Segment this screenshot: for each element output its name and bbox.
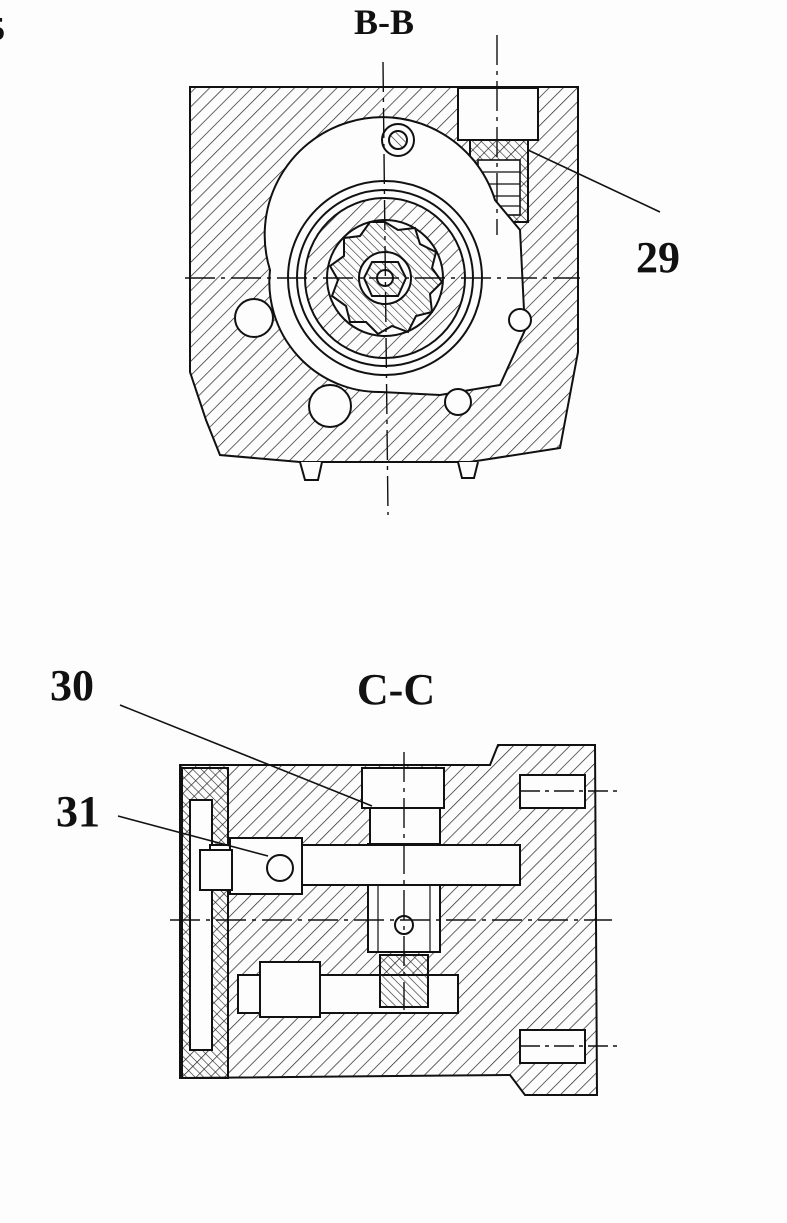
bb-bolt-hole — [234, 298, 274, 338]
edge-fragment-label: 5 — [0, 11, 5, 48]
bb-bolt-hole — [444, 388, 472, 416]
callout-30: 30 — [50, 661, 94, 710]
cc-check-ball — [266, 854, 294, 882]
leader-30 — [119, 704, 373, 807]
bb-port-block — [457, 87, 539, 141]
callout-29: 29 — [636, 233, 680, 282]
leader-31 — [117, 815, 269, 857]
cc-plug — [361, 767, 445, 809]
callout-31: 31 — [56, 787, 100, 836]
section-title-b-b: B-B — [354, 2, 414, 42]
section-b-b — [185, 35, 661, 516]
bb-centerline-vertical — [382, 61, 389, 516]
bb-bolt-hole — [308, 384, 352, 428]
leader-29 — [527, 149, 661, 213]
section-title-c-c: C-C — [357, 665, 435, 714]
bb-bolt-hole — [508, 308, 532, 332]
section-c-c — [117, 704, 620, 1096]
cc-thread-hole — [519, 774, 586, 809]
